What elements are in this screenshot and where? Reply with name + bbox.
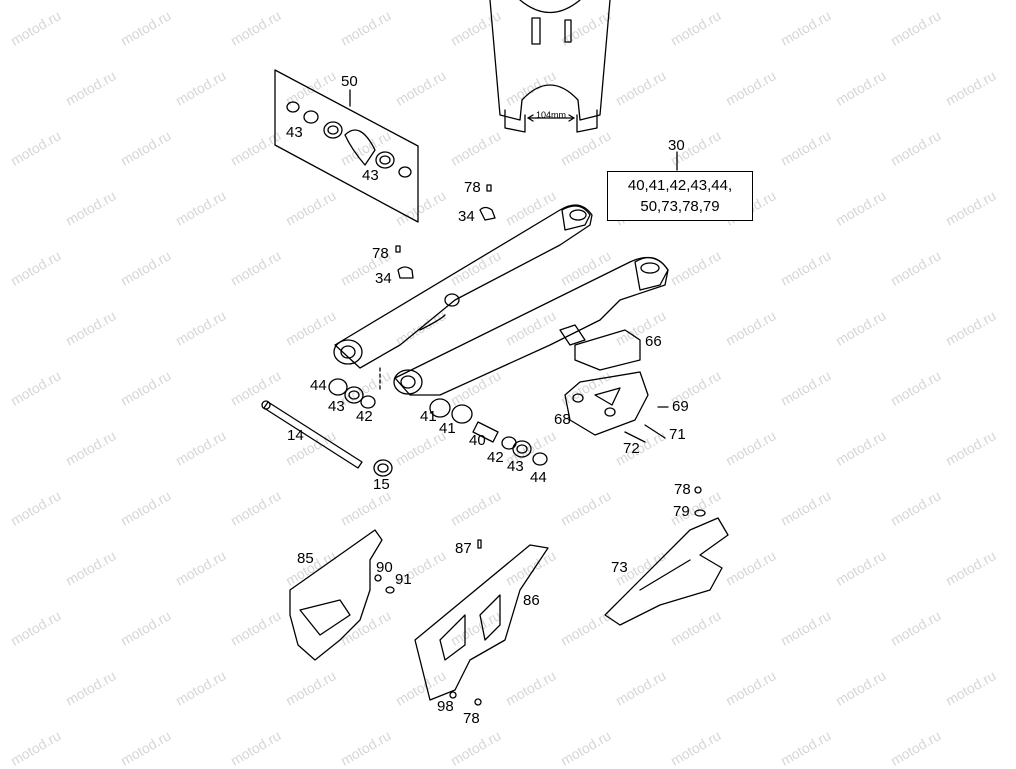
callout-78: 78: [464, 179, 481, 196]
callout-91: 91: [395, 571, 412, 588]
swingarm: [333, 204, 669, 396]
callout-66: 66: [645, 333, 662, 350]
callout-44: 44: [310, 377, 327, 394]
callout-78: 78: [372, 245, 389, 262]
chain-slider: [604, 486, 729, 626]
callout-79: 79: [673, 503, 690, 520]
fork-detail: [489, 0, 611, 133]
callout-68: 68: [554, 411, 571, 428]
callout-42: 42: [356, 408, 373, 425]
callout-71: 71: [669, 426, 686, 443]
bolts: [395, 184, 496, 279]
callout-43: 43: [362, 167, 379, 184]
dimension-label: 104mm: [536, 110, 567, 120]
callout-41: 41: [420, 408, 437, 425]
callout-43: 43: [286, 124, 303, 141]
callout-72: 72: [623, 440, 640, 457]
callout-44: 44: [530, 469, 547, 486]
frame-guard: [414, 539, 549, 706]
callout-41: 41: [439, 420, 456, 437]
callout-30: 30: [668, 137, 685, 154]
chain-guard: [289, 529, 395, 661]
callout-43: 43: [328, 398, 345, 415]
chain-guide: [564, 329, 669, 443]
callout-85: 85: [297, 550, 314, 567]
callout-15: 15: [373, 476, 390, 493]
callout-43: 43: [507, 458, 524, 475]
callout-87: 87: [455, 540, 472, 557]
callout-98: 98: [437, 698, 454, 715]
callout-78: 78: [674, 481, 691, 498]
callout-69: 69: [672, 398, 689, 415]
kit-contents-line1: 40,41,42,43,44,: [627, 177, 733, 194]
callout-34: 34: [375, 270, 392, 287]
callout-73: 73: [611, 559, 628, 576]
bearing-kit-panel: [274, 69, 419, 223]
kit-contents-box: 40,41,42,43,44, 50,73,78,79: [607, 171, 753, 221]
callout-42: 42: [487, 449, 504, 466]
callout-86: 86: [523, 592, 540, 609]
callout-90: 90: [376, 559, 393, 576]
callout-14: 14: [287, 427, 304, 444]
callout-40: 40: [469, 432, 486, 449]
pivot-axle: [261, 367, 548, 477]
callout-34: 34: [458, 208, 475, 225]
callout-50: 50: [341, 73, 358, 90]
callout-78: 78: [463, 710, 480, 727]
kit-contents-line2: 50,73,78,79: [640, 198, 720, 215]
